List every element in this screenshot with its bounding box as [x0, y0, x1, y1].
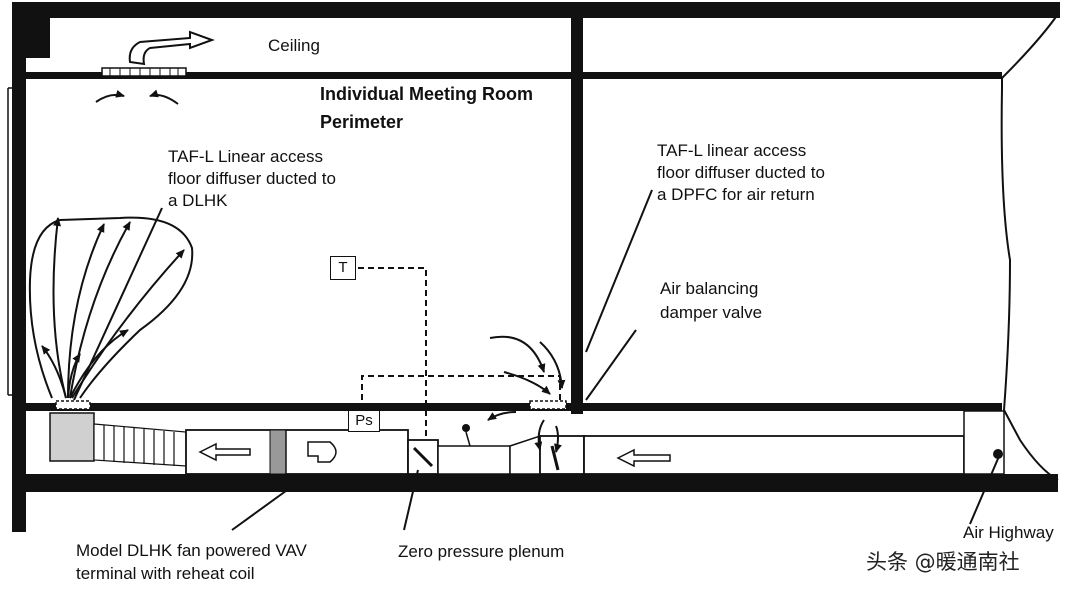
- air-balancing-line1: Air balancing: [660, 279, 759, 298]
- taf-left-line2: floor diffuser ducted to: [168, 169, 336, 188]
- room-title-line1: Individual Meeting Room: [320, 84, 534, 104]
- diffuser-plenum-box: [49, 412, 95, 462]
- return-air-arrows-right: [487, 335, 566, 453]
- ceiling-line: [26, 72, 1002, 79]
- flexible-duct: [93, 423, 187, 467]
- building-structure: [12, 2, 1060, 532]
- air-highway-label: Air Highway: [963, 523, 1054, 542]
- watermark: 头条 @暖通南社: [866, 550, 1020, 574]
- dlhk-label-line1: Model DLHK fan powered VAV: [76, 541, 307, 560]
- ceiling-label: Ceiling: [268, 36, 320, 55]
- break-line: [1000, 13, 1059, 481]
- thermostat-box: T: [330, 256, 356, 280]
- window-frame: [7, 87, 12, 396]
- supply-air-plume: [28, 216, 194, 399]
- air-balancing-line2: damper valve: [660, 303, 763, 322]
- raised-floor: [26, 403, 1002, 411]
- structural-slab: [12, 474, 1058, 492]
- supply-air-arrows: [41, 217, 185, 399]
- left-column-top: [12, 2, 50, 58]
- return-air-arrow-right: [149, 89, 179, 105]
- zero-pressure-label: Zero pressure plenum: [398, 542, 565, 561]
- left-floor-diffuser: [55, 400, 91, 410]
- taf-left-line3: a DLHK: [168, 191, 228, 210]
- left-column: [12, 2, 26, 532]
- leader-lines: [73, 189, 1001, 531]
- return-air-arrow-left: [95, 89, 125, 103]
- pressure-sensor-box: Ps: [348, 410, 380, 432]
- return-duct: [539, 410, 1005, 475]
- taf-right-line3: a DPFC for air return: [657, 185, 815, 204]
- pedestal-left: [12, 480, 26, 532]
- taf-left-line1: TAF-L Linear access: [168, 147, 323, 166]
- roof-slab: [12, 2, 1060, 18]
- ceiling-return-grille: [101, 67, 187, 77]
- dlhk-terminal: [185, 429, 409, 475]
- room-title-line2: Perimeter: [320, 112, 404, 132]
- control-wiring: [358, 267, 561, 440]
- taf-right-line1: TAF-L linear access: [657, 141, 807, 160]
- right-floor-diffuser: [529, 400, 567, 410]
- air-highway-marker: [993, 449, 1003, 459]
- taf-right-line2: floor diffuser ducted to: [657, 163, 825, 182]
- zero-pressure-plenum: [407, 424, 541, 475]
- ceiling-exhaust-arrow: [128, 30, 215, 66]
- dlhk-label-line2: terminal with reheat coil: [76, 564, 255, 583]
- partition-wall: [571, 14, 583, 414]
